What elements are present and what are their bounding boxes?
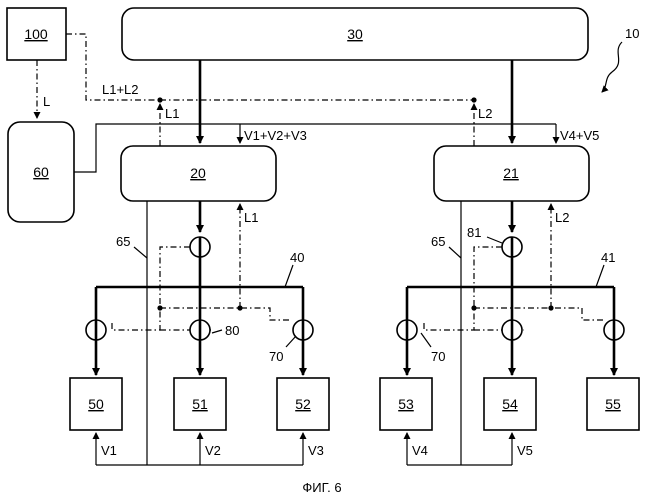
signal-v123: V1+V2+V3 (244, 128, 307, 143)
ref-40: 40 (290, 250, 304, 265)
block-21-label: 21 (503, 165, 519, 181)
signal-l1-lower: L1 (244, 210, 258, 225)
figure-caption: ФИГ. 6 (302, 480, 341, 495)
block-20-label: 20 (190, 165, 206, 181)
junction-dot (471, 97, 476, 102)
signal-v5: V5 (517, 443, 533, 458)
signal-l2-lower: L2 (555, 210, 569, 225)
ref-70-right: 70 (431, 349, 445, 364)
signal-l: L (43, 94, 50, 109)
ctrl-valve80-loop (112, 247, 190, 330)
block-55-label: 55 (605, 396, 621, 412)
block-60-label: 60 (33, 164, 49, 180)
ref-65-left: 65 (116, 234, 130, 249)
ctrl-valve-bus-right (474, 308, 603, 320)
ctrl-valve-bus-left (160, 308, 292, 320)
junction-dot (157, 305, 162, 310)
signal-v45: V4+V5 (560, 128, 599, 143)
block-51-label: 51 (192, 396, 208, 412)
ctrl-valve81-loop (424, 247, 502, 330)
block-30-label: 30 (347, 26, 363, 42)
junction-dot (548, 305, 553, 310)
leader-65-left (134, 247, 147, 258)
signal-v1: V1 (101, 443, 117, 458)
leader-80 (212, 330, 222, 333)
signal-l1-l2: L1+L2 (102, 82, 139, 97)
signal-l2-top: L2 (478, 106, 492, 121)
block-50-label: 50 (88, 396, 104, 412)
junction-dot (471, 305, 476, 310)
ref-10: 10 (625, 26, 639, 41)
signal-v2: V2 (205, 443, 221, 458)
leader-81 (487, 237, 502, 243)
junction-dot (157, 97, 162, 102)
signal-l1-top: L1 (165, 106, 179, 121)
ref-80: 80 (225, 323, 239, 338)
leader-70-right (421, 333, 431, 347)
ref-81: 81 (467, 225, 481, 240)
leader-70-left (286, 336, 296, 347)
leader-41 (596, 265, 604, 287)
leader-10 (602, 42, 622, 92)
leader-65-right (449, 247, 461, 258)
signal-v4: V4 (412, 443, 428, 458)
signal-v3: V3 (308, 443, 324, 458)
ref-41: 41 (601, 250, 615, 265)
leader-40 (285, 265, 293, 287)
block-53-label: 53 (398, 396, 414, 412)
ref-65-right: 65 (431, 234, 445, 249)
block-54-label: 54 (502, 396, 518, 412)
block-100-label: 100 (24, 26, 48, 42)
ref-70-left: 70 (269, 349, 283, 364)
block-52-label: 52 (295, 396, 311, 412)
junction-dot (237, 305, 242, 310)
